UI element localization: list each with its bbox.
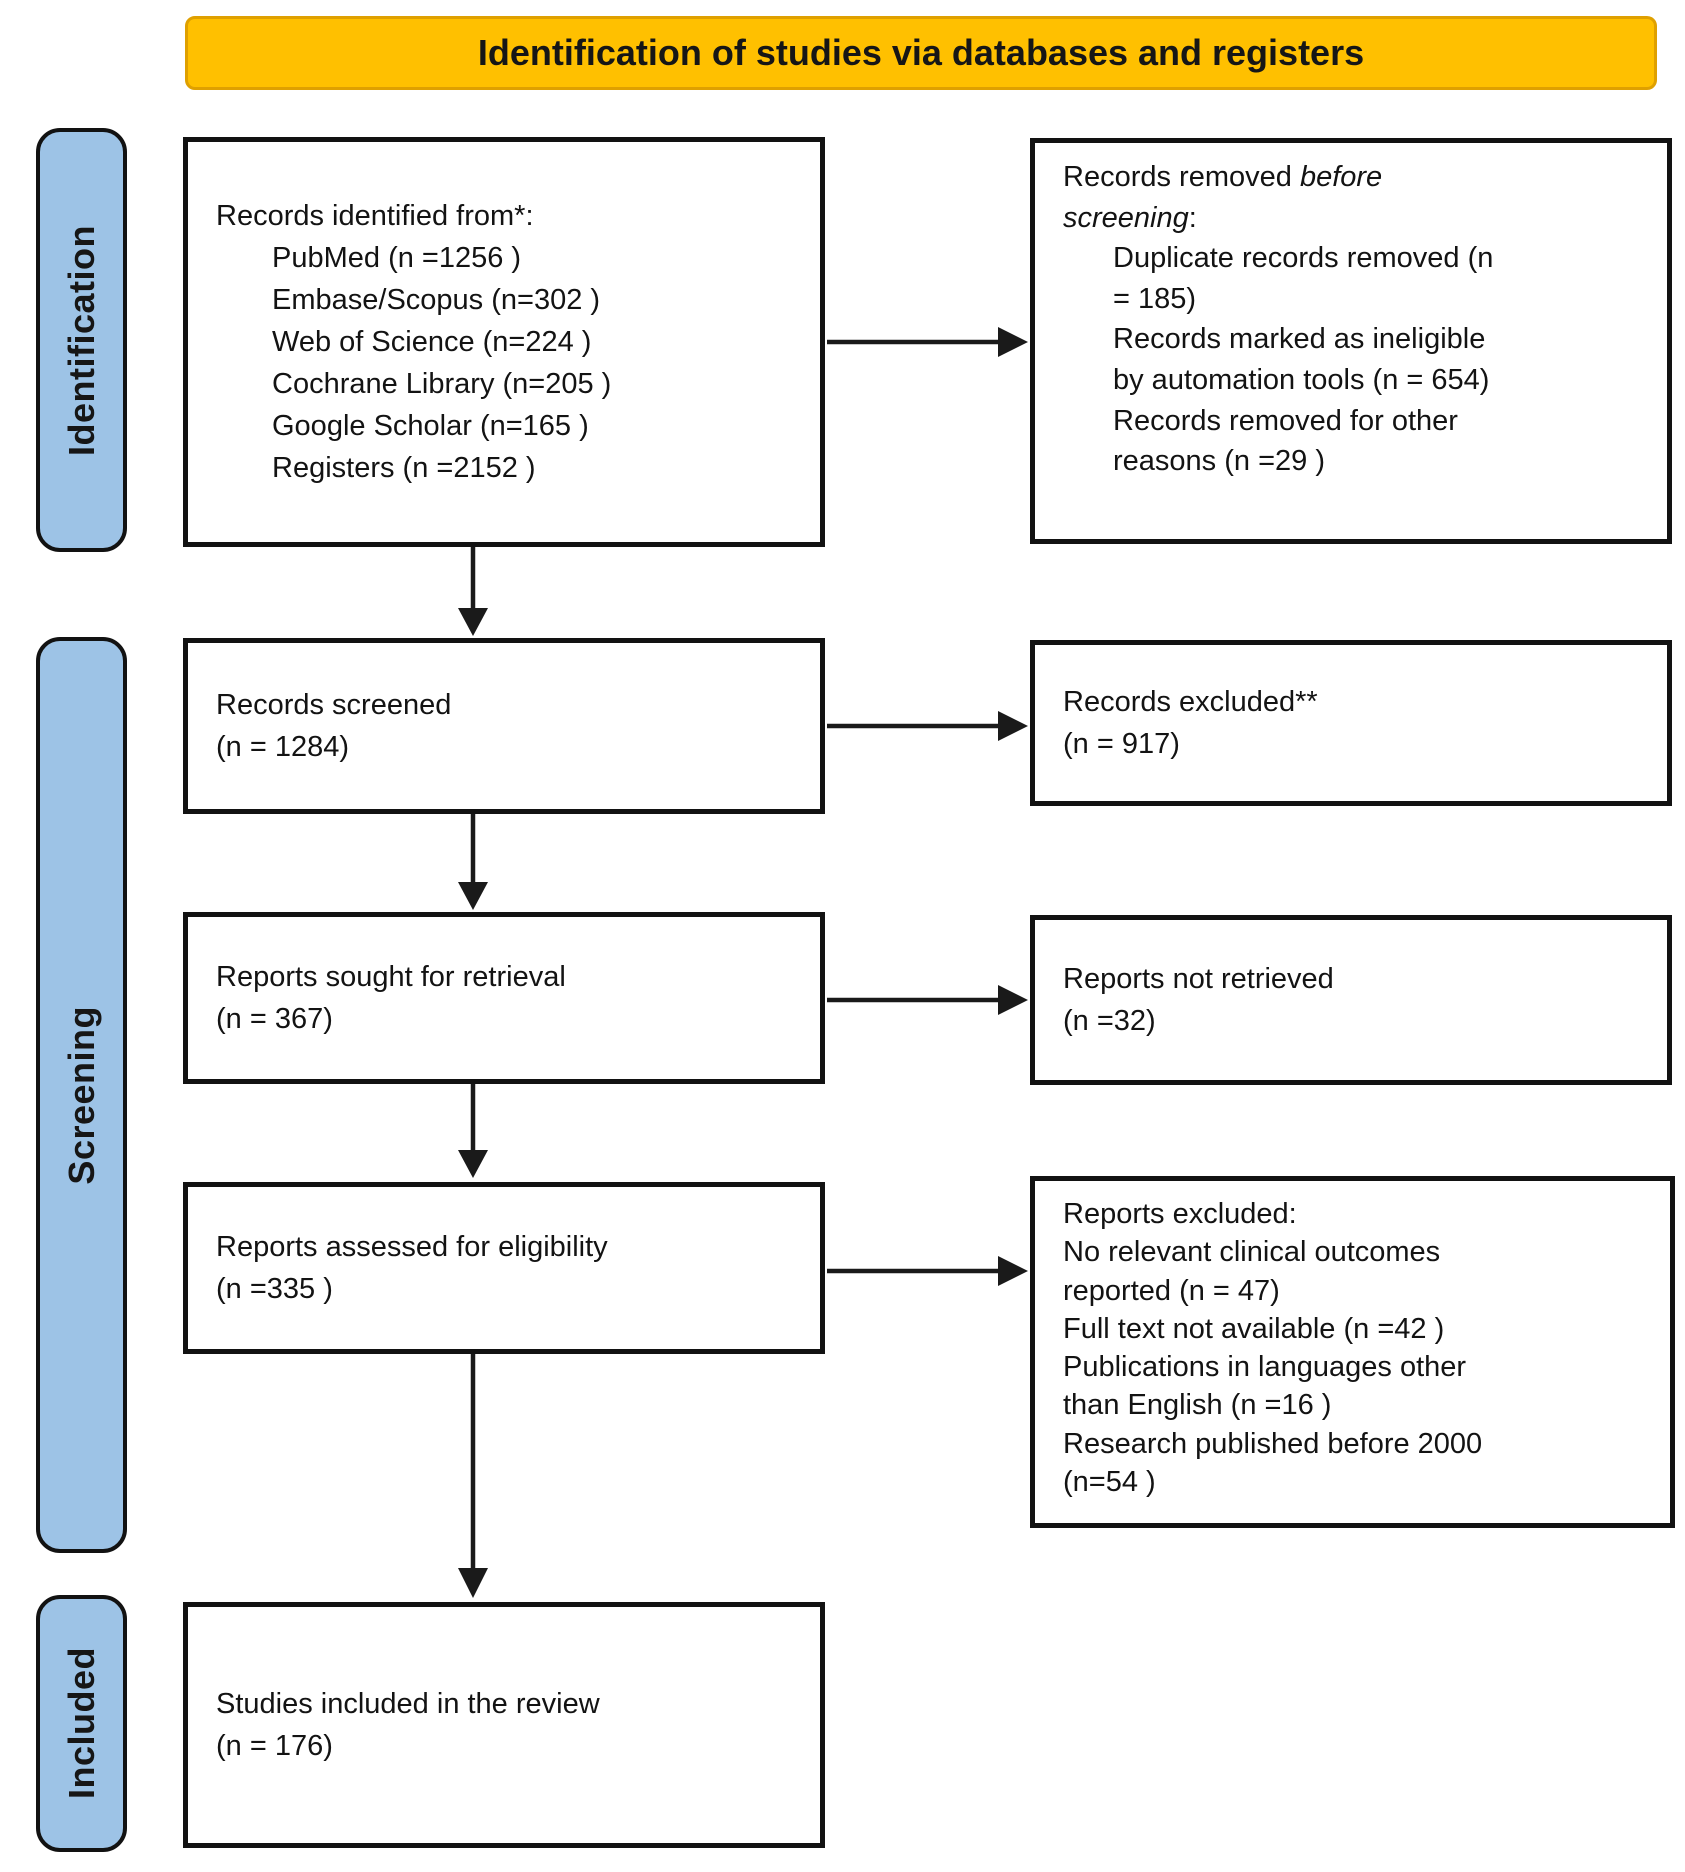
source-item: Web of Science (n=224 ) [272, 325, 592, 358]
source-item: Cochrane Library (n=205 ) [272, 368, 612, 401]
stage-label-screening: Screening [36, 637, 127, 1553]
exclusion-reason-item: Research published before 2000 (n=54 ) [1063, 1427, 1483, 1498]
reports-assessed-count: (n =335 ) [216, 1273, 333, 1305]
removal-reason-item: Records marked as ineligible by automati… [1113, 323, 1490, 396]
arrow-screened-to-excluded [827, 711, 1028, 741]
records-excluded-count: (n = 917) [1063, 728, 1180, 760]
box-records-excluded: Records excluded** (n = 917) [1030, 640, 1672, 806]
arrow-identified-to-removed [827, 327, 1028, 357]
source-item: PubMed (n =1256 ) [272, 241, 522, 274]
arrow-sought-to-assessed [458, 1084, 488, 1178]
arrow-screened-to-sought [458, 814, 488, 910]
reports-sought-label: Reports sought for retrieval [216, 960, 566, 993]
box-studies-included: Studies included in the review (n = 176) [183, 1602, 825, 1848]
stage-label-identification: Identification [36, 128, 127, 552]
arrow-sought-to-not-retrieved [827, 985, 1028, 1015]
stage-label-identification-text: Identification [60, 224, 102, 456]
records-screened-count: (n = 1284) [216, 731, 350, 763]
box-reports-not-retrieved: Reports not retrieved (n =32) [1030, 915, 1672, 1085]
reports-not-retrieved-label: Reports not retrieved [1063, 962, 1334, 995]
reports-not-retrieved-count: (n =32) [1063, 1005, 1156, 1037]
diagram-header-title: Identification of studies via databases … [477, 32, 1365, 73]
studies-included-count: (n = 176) [216, 1730, 333, 1762]
diagram-header-banner: Identification of studies via databases … [185, 16, 1657, 90]
exclusion-reason-item: Publications in languages other than Eng… [1063, 1351, 1467, 1422]
arrow-identified-to-screened [458, 547, 488, 636]
arrow-assessed-to-included [458, 1354, 488, 1598]
stage-label-included-text: Included [60, 1647, 102, 1800]
removal-reason-item: Duplicate records removed (n = 185) [1113, 242, 1494, 315]
box-reports-assessed: Reports assessed for eligibility (n =335… [183, 1182, 825, 1354]
stage-label-included: Included [36, 1595, 127, 1852]
box-reports-excluded-reasons: Reports excluded: No relevant clinical o… [1030, 1176, 1675, 1528]
studies-included-label: Studies included in the review [216, 1687, 600, 1720]
records-identified-sources: PubMed (n =1256 ) Embase/Scopus (n=302 )… [216, 237, 800, 489]
records-screened-label: Records screened [216, 688, 452, 721]
reports-sought-count: (n = 367) [216, 1003, 333, 1035]
reports-excluded-title: Reports excluded: [1063, 1198, 1297, 1230]
exclusion-reason-item: No relevant clinical outcomes reported (… [1063, 1236, 1441, 1307]
source-item: Google Scholar (n=165 ) [272, 410, 589, 443]
arrow-assessed-to-reports-excluded [827, 1256, 1028, 1286]
removal-reason-item: Records removed for other reasons (n =29… [1113, 404, 1458, 478]
records-removed-reasons: Duplicate records removed (n = 185) Reco… [1063, 238, 1503, 482]
reports-assessed-label: Reports assessed for eligibility [216, 1230, 608, 1263]
records-excluded-label: Records excluded** [1063, 685, 1318, 718]
box-records-screened: Records screened (n = 1284) [183, 638, 825, 814]
source-item: Embase/Scopus (n=302 ) [272, 283, 601, 316]
source-item: Registers (n =2152 ) [272, 452, 536, 485]
stage-label-screening-text: Screening [60, 1005, 102, 1185]
exclusion-reason-item: Full text not available (n =42 ) [1063, 1312, 1445, 1345]
box-records-identified: Records identified from*: PubMed (n =125… [183, 137, 825, 547]
box-reports-sought: Reports sought for retrieval (n = 367) [183, 912, 825, 1084]
records-identified-title: Records identified from*: [216, 199, 534, 232]
